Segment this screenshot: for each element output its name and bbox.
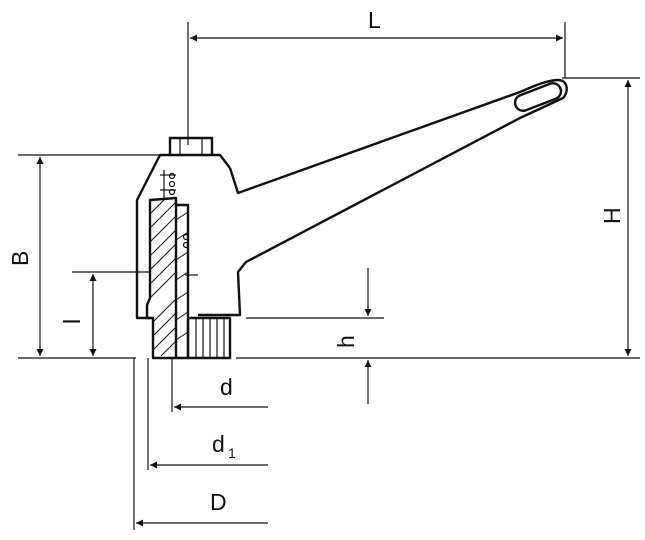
lever-slot (513, 82, 563, 112)
spring-detail (168, 172, 198, 276)
dimension-L: L (190, 7, 563, 42)
label-l: l (59, 319, 85, 324)
inner-sleeve (160, 170, 190, 360)
label-h: h (333, 335, 359, 348)
threaded-stud (186, 316, 232, 360)
dimension-d1: d 1 (150, 431, 268, 469)
label-D: D (210, 489, 227, 515)
dimension-l: l (59, 274, 97, 356)
dimension-D: D (136, 489, 268, 527)
label-d: d (220, 374, 233, 400)
dimension-B: B (7, 157, 44, 356)
label-H: H (599, 207, 625, 224)
dimension-d: d (174, 374, 268, 411)
label-d1: d (212, 431, 225, 457)
hatched-bushing (145, 196, 178, 360)
dimension-h: h (333, 268, 372, 404)
reference-lines (18, 22, 640, 530)
lever-handle (135, 78, 568, 320)
label-B: B (7, 251, 33, 266)
label-d1-subscript: 1 (228, 445, 236, 461)
label-L: L (368, 7, 381, 33)
dimension-H: H (599, 80, 632, 356)
